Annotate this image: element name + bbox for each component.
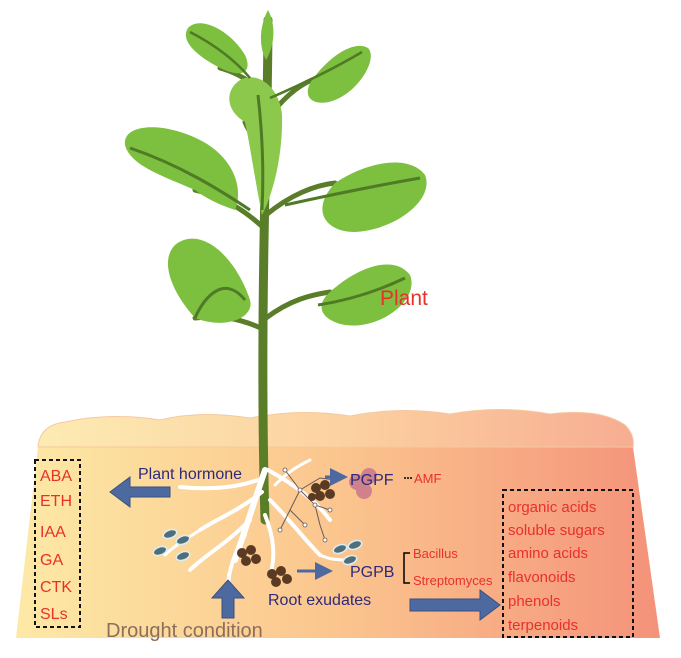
pgpf-label: PGPF [350, 472, 394, 489]
streptomyces-label: Streptomyces [413, 573, 493, 588]
exudate-item: phenols [508, 593, 561, 610]
hormone-list: ABA ETH IAA GA CTK SLs [40, 468, 72, 623]
hormone-item: ETH [40, 493, 72, 510]
exudate-item: organic acids [508, 499, 596, 516]
amf-spores [349, 468, 377, 499]
hormone-box [34, 459, 81, 628]
spore-cluster-exudates [267, 566, 292, 587]
exudate-item: flavonoids [508, 569, 576, 586]
plant-hormone-arrow [109, 476, 171, 508]
plant-label: Plant [380, 287, 428, 310]
spore-cluster-amf [308, 480, 335, 501]
drought-condition-label: Drought condition [106, 620, 263, 642]
root-exudates-label: Root exudates [268, 592, 371, 609]
hormone-item: IAA [40, 524, 66, 541]
hormone-item: CTK [40, 579, 72, 596]
spore-cluster-root [237, 545, 261, 566]
pgpb-label: PGPB [350, 564, 394, 581]
hormone-item: GA [40, 552, 63, 569]
exudates-box [502, 489, 634, 638]
root-exudates-arrow [409, 589, 501, 621]
exudate-item: amino acids [508, 545, 588, 562]
hormone-item: SLs [40, 606, 68, 623]
plant-leaves [124, 10, 427, 326]
bacteria-cells [152, 528, 363, 566]
plant-hormone-label: Plant hormone [138, 466, 242, 483]
exudates-list: organic acids soluble sugars amino acids… [508, 499, 605, 634]
exudate-item: soluble sugars [508, 522, 605, 539]
hormone-item: ABA [40, 468, 72, 485]
drought-arrow [210, 579, 246, 619]
exudate-item: terpenoids [508, 617, 578, 634]
bacillus-label: Bacillus [413, 546, 458, 561]
soil-top-surface [37, 409, 634, 448]
soil-body [16, 447, 660, 638]
pgpb-bracket [403, 552, 410, 584]
amf-label: AMF [414, 471, 442, 486]
